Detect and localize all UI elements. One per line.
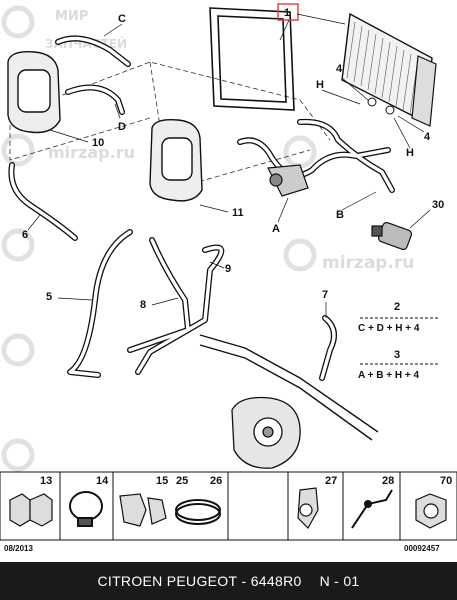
callout-6: 6 [22, 229, 28, 241]
watermark-site: mirzap.ru [48, 143, 135, 162]
thermostat-housing-10 [7, 51, 61, 134]
valve-assembly [267, 164, 309, 197]
watermark-logo-line1: МИР [55, 9, 88, 24]
part-25-label: 25 [176, 475, 188, 487]
part-27-label: 27 [325, 475, 337, 487]
callout-4a: 4 [336, 63, 343, 75]
callout-4b: 4 [424, 131, 431, 143]
water-pump [231, 396, 301, 469]
hose-clamp-25-26-shape [175, 499, 221, 525]
reference-code: 00092457 [404, 544, 440, 553]
callout-1: 1 [284, 7, 290, 19]
callout-7: 7 [322, 289, 328, 301]
callout-10: 10 [92, 137, 104, 149]
footer-brand: CITROEN PEUGEOT [97, 573, 238, 589]
callout-C: C [118, 13, 126, 25]
callout-9: 9 [225, 263, 231, 275]
thermostat-housing-11 [149, 118, 203, 202]
clip-13-shape [9, 493, 53, 527]
part-footer-bar: CITROEN PEUGEOT - 6448R0 N - 01 [0, 562, 457, 600]
callout-H2: H [406, 147, 414, 159]
callout-H1: H [316, 79, 324, 91]
callout-D: D [118, 121, 126, 133]
clip-27-shape [297, 487, 319, 529]
heater-radiator [341, 12, 437, 127]
clamp-14-shape [69, 491, 103, 527]
callout-3: 3 [394, 349, 400, 361]
hose-pipes [8, 35, 395, 381]
callout-5: 5 [46, 291, 52, 303]
formula-2: C + D + H + 4 [358, 323, 420, 334]
leader-lines [27, 23, 431, 318]
callout-8: 8 [140, 299, 146, 311]
parts-row: 13 14 15 25 26 27 28 70 [0, 471, 457, 541]
sensor-30 [371, 221, 412, 251]
coolant-pipe-rail [199, 334, 379, 441]
callout-11: 11 [232, 207, 244, 219]
part-13-label: 13 [40, 475, 52, 487]
callout-B: B [336, 209, 344, 221]
callout-labels: 1 C D 10 11 6 5 8 9 A B 30 4 4 H H 7 2 3… [22, 7, 444, 381]
callout-30: 30 [432, 199, 444, 211]
footer-part-number: 6448R0 [250, 573, 302, 589]
heater-core-frame [209, 7, 295, 111]
formula-3: A + B + H + 4 [358, 370, 419, 381]
callout-2: 2 [394, 301, 400, 313]
nut-70-shape [415, 493, 447, 529]
part-28-label: 28 [382, 475, 394, 487]
part-70-label: 70 [440, 475, 452, 487]
part-14-label: 14 [96, 475, 109, 487]
callout-1-leaders [279, 13, 346, 41]
date-code: 08/2013 [4, 544, 33, 553]
clip-15-shape [119, 493, 167, 527]
part-26-label: 26 [210, 475, 222, 487]
part-15-label: 15 [156, 475, 168, 487]
callout-A: A [272, 223, 280, 235]
footer-page: N - 01 [319, 573, 360, 589]
bracket-28-shape [351, 489, 393, 529]
watermark-site-2: mirzap.ru [322, 253, 414, 273]
footer-dash: - [241, 573, 247, 589]
callout-1-box [277, 3, 299, 21]
